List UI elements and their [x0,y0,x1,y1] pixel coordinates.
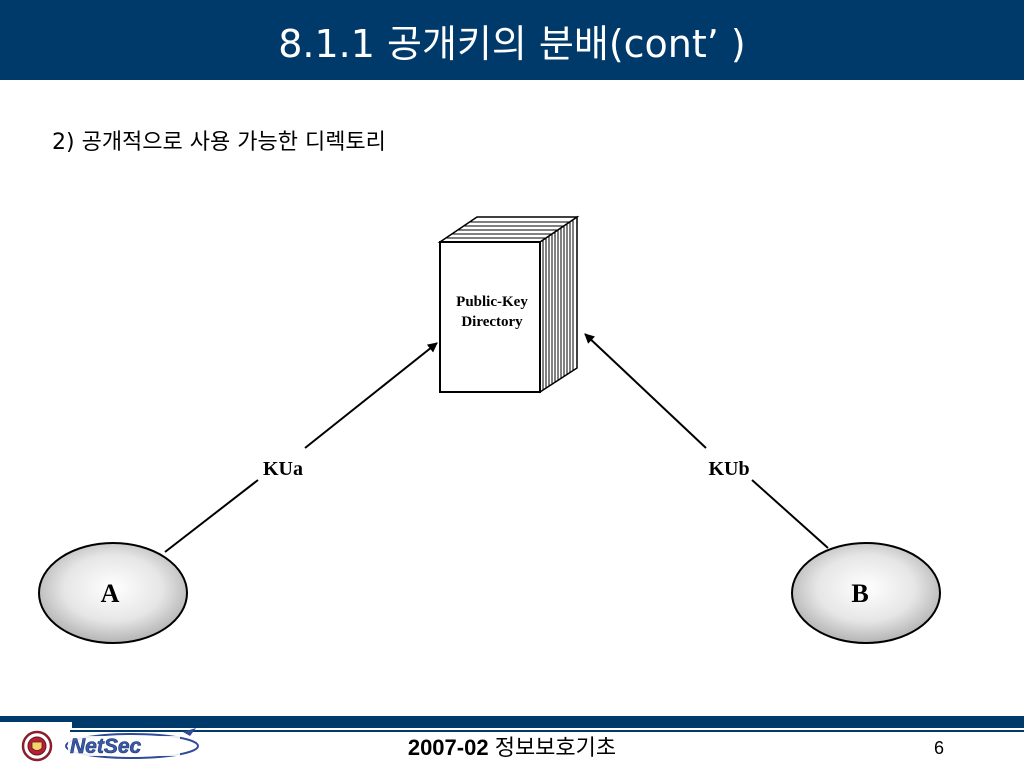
title-bar [0,0,1024,80]
page-number: 6 [933,738,944,758]
key-label-a: KUa [263,458,303,480]
node-b-label: B [851,579,868,608]
node-b [791,542,941,644]
slide-title: 8.1.1 공개키의 분배(cont’ ) [278,22,746,66]
key-label-b: KUb [708,458,749,480]
footer-year: 2007-02 [407,735,489,760]
footer-band [0,716,1024,728]
university-seal-icon [21,730,53,762]
arrow-b-lower [751,479,829,549]
footer-logos: NetSec [0,722,199,762]
netsec-logo-text: NetSec [70,735,142,758]
footer-center: 2007-02 정보보호기초 [0,730,1024,762]
arrow-a-lower [164,479,259,553]
arrow-a-to-directory [304,342,438,449]
directory-label-line1: Public-Key [456,294,528,310]
footer-divider [70,730,1024,732]
footer-course: 정보보호기초 [494,736,617,761]
node-a-label: A [101,579,120,608]
arrow-b-to-directory [584,333,707,449]
node-a [38,542,188,644]
directory-label-line2: Directory [461,314,523,330]
slide-subtitle: 2) 공개적으로 사용 가능한 디렉토리 [52,130,386,155]
directory-book-icon [437,215,580,394]
netsec-logo-icon: NetSec [65,728,199,759]
